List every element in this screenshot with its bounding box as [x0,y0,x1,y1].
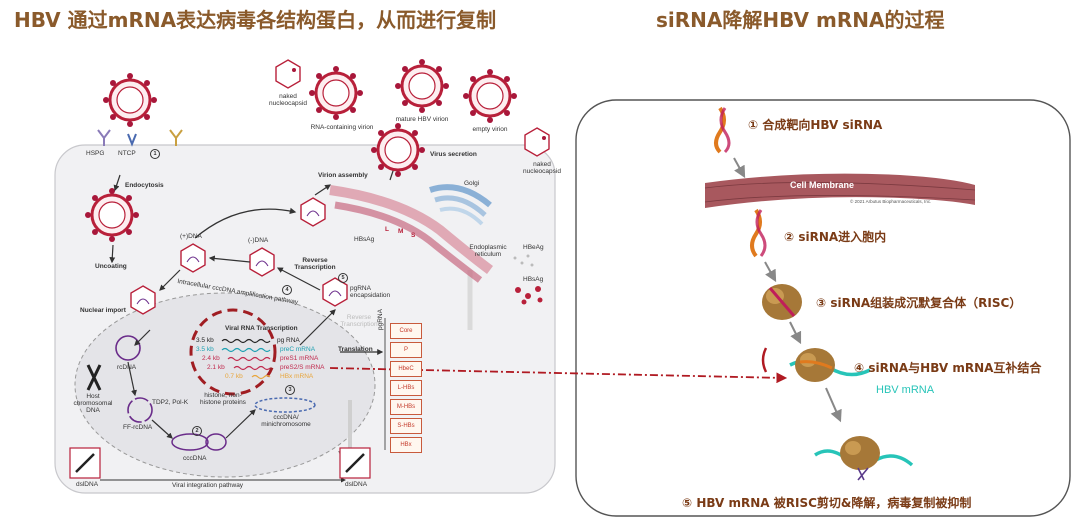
golgi-label: Golgi [464,180,480,187]
sirna-step-5: ⑤ HBV mRNA 被RISC剪切&降解，病毒复制被抑制 [682,496,972,510]
endoplasmic-reticulum [329,185,494,274]
sirna-step-3: ③ siRNA组装成沉默复合体（RISC） [816,296,1022,310]
golgi-apparatus [429,184,492,208]
protein-box-5: S-HBs [390,418,422,434]
lms-l-label: L [385,226,389,233]
dna-minus-capsid [249,247,275,277]
step2-badge: 2 [192,426,202,436]
reverse-transcription-faded-label: Reverse Transcription [340,314,378,329]
dsldna-right-icon [339,447,371,479]
rna-containing-virion [307,64,365,122]
risc-complex-step5 [814,436,914,481]
sirna-step-1: ① 合成靶向HBV siRNA [748,118,883,132]
cell-membrane [705,173,975,208]
viral-rna-transcription-label: Viral RNA Transcription [225,325,298,332]
hbv-mrna-label: HBV mRNA [876,384,935,396]
er-label: Endoplasmic reticulum [469,244,507,259]
nucleus [74,292,376,478]
ntcp-label: NTCP [118,150,136,157]
sirna-step-4: ④ siRNA与HBV mRNA互补结合 [854,361,1042,375]
dsldna-left-label: dslDNA [76,481,99,488]
hbsag-label: HBsAg [523,276,544,283]
dsldna-right-label: dslDNA [345,481,368,488]
sirna-step2 [750,208,767,258]
protein-box-1: P [390,342,422,358]
dna-plus-capsid [180,243,206,273]
uncoated-capsid [130,285,156,315]
empty-virion [461,67,519,125]
lms-m-label: M [398,228,404,235]
rcdna-label: rcDNA [117,364,137,371]
incoming-virion [101,71,159,129]
cell-membrane-label: Cell Membrane [790,180,855,190]
rna-size-0: 3.5 kb [196,337,214,344]
empty-virion-label: empty virion [472,126,508,133]
naked-nucleocapsid-top [275,59,301,89]
protein-box-3: L-HBs [390,380,422,396]
ff-rcdna-label: FF-rcDNA [123,424,153,431]
mature-virion-label: mature HBV virion [395,116,449,123]
translation-label: Translation [338,346,373,353]
left-title: HBV 通过mRNA表达病毒各结构蛋白，从而进行复制 [14,8,497,32]
risc-complex-step4 [789,348,871,382]
rna-size-1: 3.5 kb [196,346,214,353]
sirna-panel [575,99,1071,517]
protein-box-4: M-HBs [390,399,422,415]
hbsag-er-label: HBsAg [354,236,375,243]
cccdna-label: cccDNA [183,455,207,462]
tdp2-label: TDP2, Pol-K [152,399,189,406]
virion-assembly-label: Virion assembly [318,172,368,179]
rna-name-2: preS1 mRNA [280,355,319,362]
integration-pathway-label: Viral integration pathway [172,482,244,489]
endocytosed-virion [83,186,141,244]
plus-dna-label: (+)DNA [180,233,202,240]
uncoating-label: Uncoating [95,263,127,270]
step4-badge: 4 [282,285,292,295]
lms-s-label: S [411,232,416,239]
risc-complex-step3 [762,284,802,320]
pgrna-encapsidation-label: pgRNA encapsidation [350,285,391,300]
step3-badge: 3 [285,385,295,395]
naked-nucleocapsid-right-label: naked nucleocapsid [523,161,561,176]
secreting-virion [369,121,427,179]
minichromosome-label: cccDNA/ minichromosome [261,414,311,429]
hspg-label: HSPG [86,150,105,157]
rna-name-3: preS2/S mRNA [280,364,325,371]
right-title: siRNA降解HBV mRNA的过程 [656,8,945,32]
step5-badge: 5 [338,273,348,283]
virus-secretion-label: Virus secretion [430,151,477,158]
naked-nucleocapsid-top-label: naked nucleocapsid [269,93,307,108]
copyright-label: © 2021 Arbutus Biopharmaceuticals, Inc. [850,199,932,204]
rna-name-1: preC mRNA [280,346,316,353]
assembly-capsid [300,197,326,227]
rna-name-4: HBx mRNA [280,373,314,380]
rna-size-3: 2.1 kb [207,364,225,371]
nuclear-import-label: Nuclear import [80,307,126,314]
protein-box-6: HBx [390,437,422,453]
sirna-step1 [714,106,731,154]
rna-virion-label: RNA-containing virion [310,124,374,131]
sirna-step-2: ② siRNA进入胞内 [784,230,887,244]
transcription-circle [189,308,277,396]
histone-label: histone, non-histone proteins [200,392,246,407]
mature-virion [393,57,451,115]
rna-size-4: 0.7 kb [225,373,243,380]
pgrna-vertical-label: pgRNA [377,309,384,330]
host-dna-label: Host chromosomal DNA [73,393,113,415]
dsldna-left-icon [69,447,101,479]
hbeag-label: HBeAg [523,244,544,251]
minus-dna-label: (-)DNA [248,237,269,244]
protein-box-2: HbeC [390,361,422,377]
step1-badge: 1 [150,149,160,159]
rna-name-0: pg RNA [277,337,300,344]
protein-box-0: Core [390,323,422,339]
reverse-transcription-label: Reverse Transcription [294,257,336,272]
rna-size-2: 2.4 kb [202,355,220,362]
endocytosis-label: Endocytosis [125,182,164,189]
naked-nucleocapsid-right [524,127,550,157]
